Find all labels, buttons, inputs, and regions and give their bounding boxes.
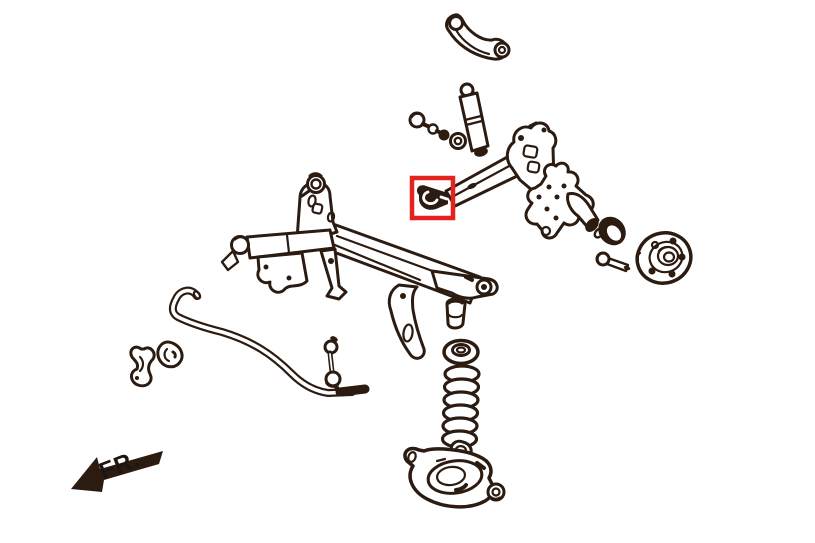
upper-arm-part <box>445 13 511 61</box>
spring-isolator-part <box>442 338 480 366</box>
fr-arrow-icon <box>71 451 163 492</box>
shock-absorber-part <box>458 82 490 157</box>
fr-label: FR. <box>95 445 144 485</box>
lower-control-arm-part <box>403 439 506 509</box>
stabilizer-end-link-part <box>323 336 342 391</box>
oil-seal-part <box>598 216 626 246</box>
stabilizer-bar-part <box>168 286 370 397</box>
stabilizer-bushing-bracket-part <box>129 345 156 388</box>
highlight-box <box>409 175 456 221</box>
stabilizer-bushing-part <box>156 340 184 369</box>
subframe-part <box>220 172 499 360</box>
wheel-hub-part <box>635 231 693 285</box>
toe-link-part <box>408 111 467 150</box>
knuckle-part <box>524 161 605 240</box>
coil-spring-part <box>440 364 481 449</box>
fr-direction-arrow: FR. <box>71 445 163 492</box>
hub-bolt-part <box>595 251 631 273</box>
trailing-arm-front-bushing <box>416 185 449 210</box>
